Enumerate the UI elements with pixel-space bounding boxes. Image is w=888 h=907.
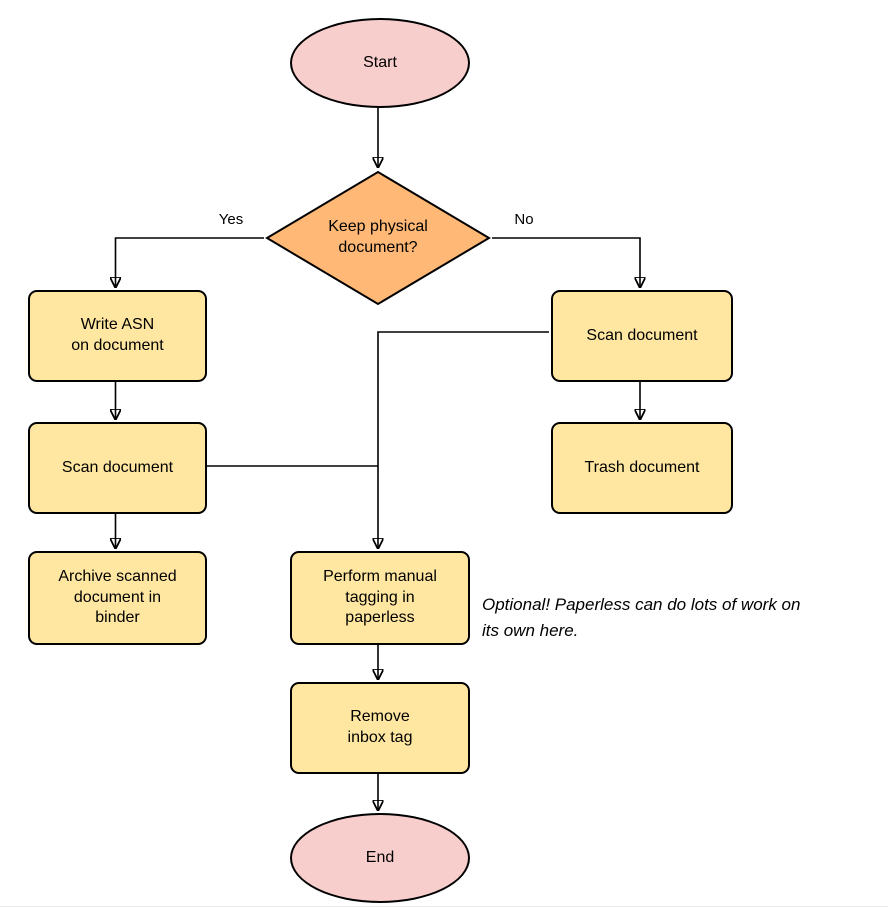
edge-label-no-text: No xyxy=(514,211,534,228)
node-remove-inbox-tag-label: Remove inbox tag xyxy=(347,708,413,746)
node-decision-label: Keep physical document? xyxy=(328,218,428,256)
edge-decision-scan-right xyxy=(492,237,640,286)
edge-scan-right-tagging xyxy=(378,331,549,547)
edge-label-yes: Yes xyxy=(206,211,256,228)
node-manual-tagging-label: Perform manual tagging in paperless xyxy=(323,567,437,627)
node-scan-document-right-label: Scan document xyxy=(586,326,698,344)
node-remove-inbox-tag: Remove inbox tag xyxy=(290,682,470,774)
node-end: End xyxy=(290,813,470,903)
edge-label-no: No xyxy=(499,211,549,228)
node-write-asn: Write ASN on document xyxy=(28,290,207,382)
diamond-shape xyxy=(265,170,491,306)
node-write-asn-label: Write ASN on document xyxy=(71,316,164,354)
edge-label-yes-text: Yes xyxy=(218,211,244,228)
node-trash-document-label: Trash document xyxy=(584,458,700,476)
edge-decision-write-asn xyxy=(116,237,264,286)
node-decision: Keep physical document? xyxy=(265,170,491,306)
node-start: Start xyxy=(290,18,470,108)
node-start-label: Start xyxy=(363,53,397,71)
node-scan-document-left-label: Scan document xyxy=(61,458,174,476)
node-trash-document: Trash document xyxy=(551,422,733,514)
node-scan-document-right: Scan document xyxy=(551,290,733,382)
node-manual-tagging: Perform manual tagging in paperless xyxy=(290,551,470,645)
node-archive-binder: Archive scanned document in binder xyxy=(28,551,207,645)
node-archive-binder-label: Archive scanned document in binder xyxy=(58,567,177,627)
node-scan-document-left: Scan document xyxy=(28,422,207,514)
node-end-label: End xyxy=(365,848,395,866)
annotation-text: Optional! Paperless can do lots of work … xyxy=(482,595,801,640)
